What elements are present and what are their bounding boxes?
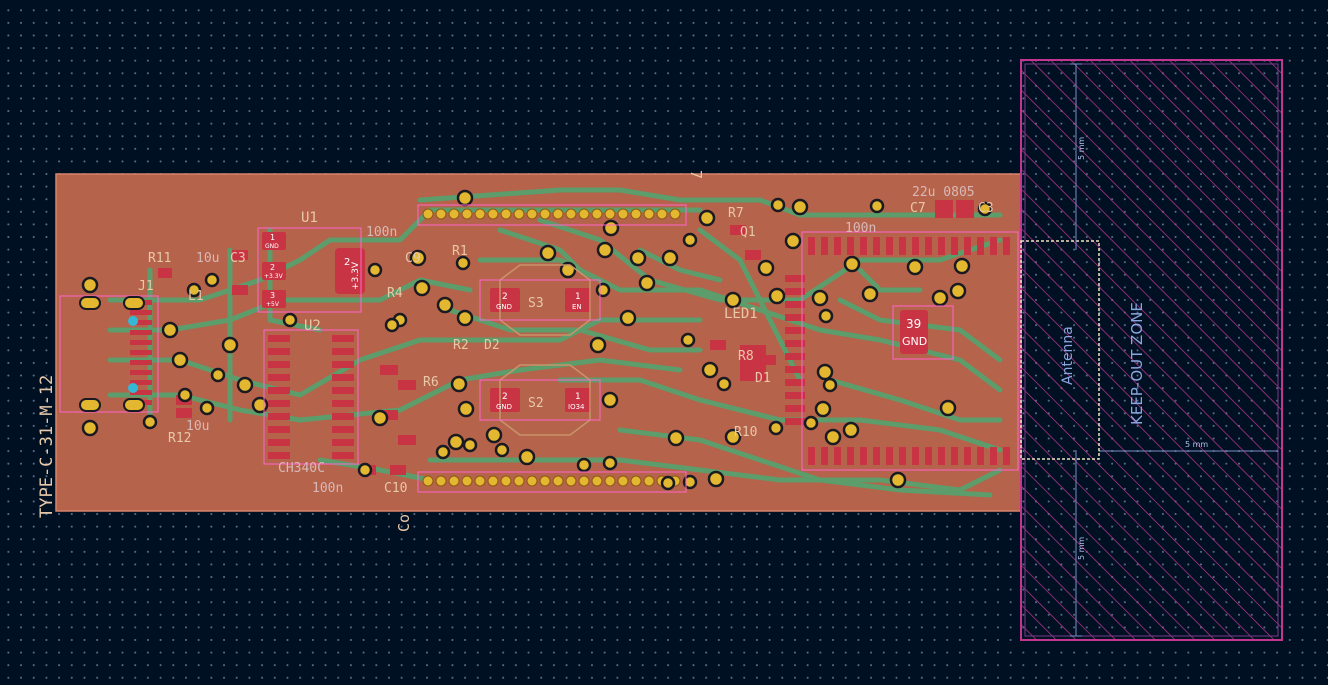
keepout-zone-label: KEEP-OUT ZONE [1128, 302, 1146, 425]
usb-connector-label: TYPE-C-31-M-12 [37, 375, 57, 518]
s2-pad1-label: IO34 [568, 403, 585, 411]
ic-thermal-pad-num: 39 [906, 317, 921, 331]
u1-pin2-label: +3.3V [264, 273, 284, 280]
connector-courtyard-label: Co [395, 514, 413, 532]
led1-ref: LED1 [724, 306, 758, 322]
c3-value: 10u [196, 251, 219, 266]
s3-pad2-label: GND [496, 303, 512, 311]
header-top [422, 208, 681, 220]
r10-ref: R10 [734, 425, 757, 440]
dim-bottom-label: 5 mm [1077, 537, 1086, 560]
s3-pad1-label: EN [572, 303, 582, 311]
header-bottom [422, 475, 681, 487]
s2-pad1-num: 1 [575, 392, 581, 402]
q1-ref: Q1 [740, 225, 756, 240]
antenna-outline [1020, 240, 1100, 460]
u3-value: 100n [845, 221, 876, 236]
u1-pin2-num: 2 [270, 263, 275, 272]
r8-ref: R8 [738, 349, 754, 364]
dimension-lines [1070, 63, 1278, 637]
s2-ref: S2 [528, 396, 544, 411]
c7-ref: C7 [910, 201, 926, 216]
c9-ref: C9 [405, 251, 421, 266]
antenna-label: Antenna [1060, 326, 1076, 385]
u1-pin3-num: 3 [270, 291, 275, 300]
courtyards [257, 204, 1019, 493]
s3-pad2-num: 2 [502, 292, 508, 302]
u1-pin3-label: +5V [266, 301, 280, 308]
r7-ref: R7 [728, 206, 744, 221]
r4-ref: R4 [387, 286, 403, 301]
d2-ref: D2 [484, 338, 500, 353]
u1-pin1-num: 1 [270, 233, 275, 242]
d1-ref: D1 [755, 371, 771, 386]
u2-value: CH340C [278, 461, 325, 476]
vias [81, 189, 993, 491]
keepout-zone[interactable] [1020, 59, 1283, 641]
u1-ref: U1 [301, 210, 318, 226]
l1-ref: L1 [188, 289, 204, 304]
r1-ref: R1 [452, 244, 468, 259]
c3-ref: C3 [230, 251, 246, 266]
c10-value: 100n [312, 481, 343, 496]
c8-ref: C3 [978, 201, 994, 216]
c10-ref: C10 [384, 481, 407, 496]
s2-pad2-num: 2 [502, 392, 508, 402]
ic-thermal-pad-label: GND [902, 335, 927, 348]
j1-ref: J1 [138, 279, 154, 294]
r11-ref: R11 [148, 251, 171, 266]
c7-value: 22u 0805 [912, 185, 975, 200]
s3-ref: S3 [528, 296, 544, 311]
s3-pad1-num: 1 [575, 292, 581, 302]
r12-value: 10u [186, 419, 209, 434]
r12-ref: R12 [168, 431, 191, 446]
r6-ref: R6 [423, 375, 439, 390]
dim-top-label: 5 mm [1077, 137, 1086, 160]
r2-ref: R2 [453, 338, 469, 353]
dim-horizontal-label: 5 mm [1185, 440, 1208, 449]
u1-tab-label: +3.3V [351, 261, 361, 290]
u2-ref: U2 [304, 318, 321, 334]
s2-pad2-label: GND [496, 403, 512, 411]
usb-connector [59, 295, 159, 413]
rotated-label: 7 [687, 170, 705, 179]
u1-pin1-label: GND [265, 243, 279, 250]
u1-tab-num: 2 [344, 257, 350, 268]
c9-value: 100n [366, 225, 397, 240]
